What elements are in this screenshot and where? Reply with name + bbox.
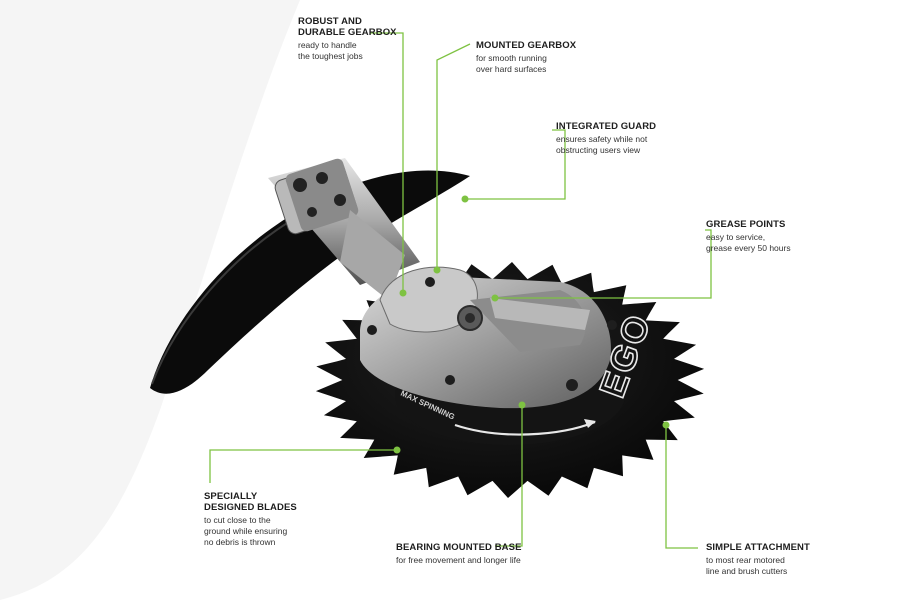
leader-grease — [495, 229, 712, 299]
callout-title: DESIGNED BLADES — [204, 502, 297, 513]
callout-specially-designed-blades: SPECIALLY DESIGNED BLADES to cut close t… — [204, 491, 297, 548]
gearbox — [360, 266, 617, 409]
guard-edge — [151, 213, 303, 385]
dot-grease — [491, 294, 499, 302]
callout-title: GREASE POINTS — [706, 219, 786, 230]
callout-desc: no debris is thrown — [204, 537, 276, 547]
callout-robust-gearbox: ROBUST AND DURABLE GEARBOX ready to hand… — [298, 16, 397, 62]
dot-blades — [393, 446, 401, 454]
leader-mounted — [436, 43, 471, 270]
callout-title: INTEGRATED GUARD — [556, 121, 657, 132]
dot-mounted — [433, 266, 441, 274]
callout-title: SPECIALLY — [204, 491, 258, 502]
callout-desc: ready to handle — [298, 40, 357, 50]
drive-shaft — [268, 158, 420, 300]
dot-attach — [662, 421, 670, 429]
rotation-arrow — [454, 420, 596, 436]
dot-bearing — [518, 401, 526, 409]
callout-desc: over hard surfaces — [476, 64, 547, 74]
leader-blades — [209, 449, 397, 483]
callout-bearing-mounted-base: BEARING MOUNTED BASE for free movement a… — [396, 542, 522, 566]
rotation-arrowhead — [584, 419, 596, 428]
callout-desc: ground while ensuring — [204, 526, 288, 536]
callout-desc: ensures safety while not — [556, 134, 648, 144]
callout-integrated-guard: INTEGRATED GUARD ensures safety while no… — [556, 121, 656, 156]
callout-title: SIMPLE ATTACHMENT — [706, 542, 810, 553]
callout-desc: obstructing users view — [556, 145, 641, 155]
callout-desc: line and brush cutters — [706, 566, 788, 576]
leader-bearing — [495, 405, 523, 547]
callout-title: MOUNTED GEARBOX — [476, 40, 577, 51]
callout-simple-attachment: SIMPLE ATTACHMENT to most rear motored l… — [706, 542, 810, 577]
background-wash — [0, 0, 300, 600]
dot-robust — [399, 289, 407, 297]
guard-plate — [150, 170, 470, 394]
callout-grease-points: GREASE POINTS easy to service, grease ev… — [706, 219, 791, 254]
callout-desc: for free movement and longer life — [396, 555, 521, 565]
callout-desc: for smooth running — [476, 53, 547, 63]
leader-guard — [465, 129, 566, 200]
callout-desc: grease every 50 hours — [706, 243, 791, 253]
leader-robust — [370, 32, 404, 293]
callout-title: ROBUST AND — [298, 16, 362, 27]
dot-guard — [461, 195, 469, 203]
callout-title: DURABLE GEARBOX — [298, 27, 397, 38]
callout-title: BEARING MOUNTED BASE — [396, 542, 522, 553]
callout-mounted-gearbox: MOUNTED GEARBOX for smooth running over … — [476, 40, 576, 75]
callout-desc: to most rear motored — [706, 555, 785, 565]
leader-attach — [665, 425, 698, 549]
callout-desc: the toughest jobs — [298, 51, 363, 61]
callout-desc: easy to service, — [706, 232, 766, 242]
callout-desc: to cut close to the — [204, 515, 271, 525]
